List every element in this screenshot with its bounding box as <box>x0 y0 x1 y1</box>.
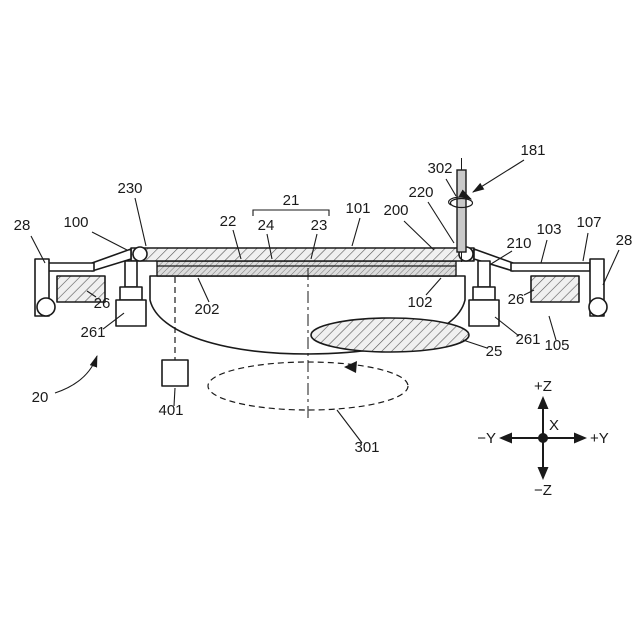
leader-202 <box>197 277 210 303</box>
rotation-ellipse-dashed <box>207 361 409 411</box>
top-plate <box>130 247 475 262</box>
shaft-rotation-arrow <box>448 189 473 206</box>
label-102: 102 <box>407 294 432 311</box>
leader-28-right <box>602 249 620 286</box>
leader-105 <box>548 315 557 341</box>
axis-label-x: X <box>549 417 559 434</box>
brace-21 <box>252 209 330 216</box>
leader-22 <box>232 229 242 260</box>
label-107: 107 <box>576 214 601 231</box>
leader-181-arrow <box>472 159 525 193</box>
label-100: 100 <box>63 214 88 231</box>
label-220: 220 <box>408 184 433 201</box>
right-pedestal-upper <box>472 286 496 301</box>
leader-220 <box>427 201 455 244</box>
sensor-box <box>161 359 189 387</box>
label-22: 22 <box>220 213 237 230</box>
label-261-right: 261 <box>515 331 540 348</box>
axis-arrow-left <box>499 432 512 444</box>
right-pedestal-lower <box>468 299 500 327</box>
leader-28-left <box>30 235 46 264</box>
leader-26-right <box>523 289 535 296</box>
axis-label-plus-y: +Y <box>590 430 609 447</box>
rotation-arrowhead <box>344 361 357 373</box>
label-103: 103 <box>536 221 561 238</box>
axis-label-minus-z: −Z <box>534 482 552 499</box>
label-401: 401 <box>158 402 183 419</box>
leader-261-right <box>494 316 520 337</box>
label-28-left: 28 <box>14 217 31 234</box>
leader-230 <box>134 197 147 247</box>
label-21: 21 <box>283 192 300 209</box>
label-301: 301 <box>354 439 379 456</box>
axis-arrow-down <box>537 467 549 480</box>
leader-23 <box>310 233 318 260</box>
leader-25 <box>462 339 488 349</box>
left-pedestal-stem <box>124 260 138 288</box>
label-26-left: 26 <box>94 295 111 312</box>
left-pedestal-lower <box>115 299 147 327</box>
label-20: 20 <box>32 389 49 406</box>
leader-107 <box>582 232 589 262</box>
shaft-rod <box>456 169 467 253</box>
left-roller <box>36 297 56 317</box>
label-28-right: 28 <box>616 232 633 249</box>
axis-arrow-up <box>537 396 549 409</box>
left-pedestal-upper <box>119 286 143 301</box>
axis-label-plus-z: +Z <box>534 378 552 395</box>
leader-103 <box>540 239 548 264</box>
left-pivot <box>132 246 148 262</box>
label-200: 200 <box>383 202 408 219</box>
platen-ellipse <box>310 317 470 353</box>
leader-200 <box>403 220 435 251</box>
leader-302 <box>445 178 457 197</box>
axis-origin-dot <box>538 433 548 443</box>
right-roller <box>588 297 608 317</box>
axis-label-minus-y: −Y <box>477 430 496 447</box>
axis-arrow-right <box>574 432 587 444</box>
label-101: 101 <box>345 200 370 217</box>
pad-stack <box>156 260 457 277</box>
right-arm-horizontal <box>510 262 591 272</box>
left-arm-horizontal <box>47 262 95 272</box>
leader-24 <box>266 233 273 260</box>
leader-101 <box>351 217 361 247</box>
leader-301 <box>336 409 363 444</box>
leader-401 <box>173 387 176 407</box>
label-26-right: 26 <box>508 291 525 308</box>
right-pedestal-stem <box>477 260 491 288</box>
coordinate-axes: +Z −Z −Y +Y X <box>477 378 609 499</box>
leader-26-left <box>86 290 97 298</box>
label-261-left: 261 <box>80 324 105 341</box>
left-block <box>56 275 106 303</box>
label-25: 25 <box>486 343 503 360</box>
label-23: 23 <box>311 217 328 234</box>
label-202: 202 <box>194 301 219 318</box>
label-210: 210 <box>506 235 531 252</box>
right-block <box>530 275 580 303</box>
label-105: 105 <box>544 337 569 354</box>
arrow-20 <box>54 354 98 394</box>
label-230: 230 <box>117 180 142 197</box>
label-24: 24 <box>258 217 275 234</box>
label-302: 302 <box>427 160 452 177</box>
label-181: 181 <box>520 142 545 159</box>
leader-100 <box>91 231 128 251</box>
leader-261-left <box>102 312 125 330</box>
leader-102 <box>425 277 442 296</box>
leader-210 <box>490 250 513 265</box>
